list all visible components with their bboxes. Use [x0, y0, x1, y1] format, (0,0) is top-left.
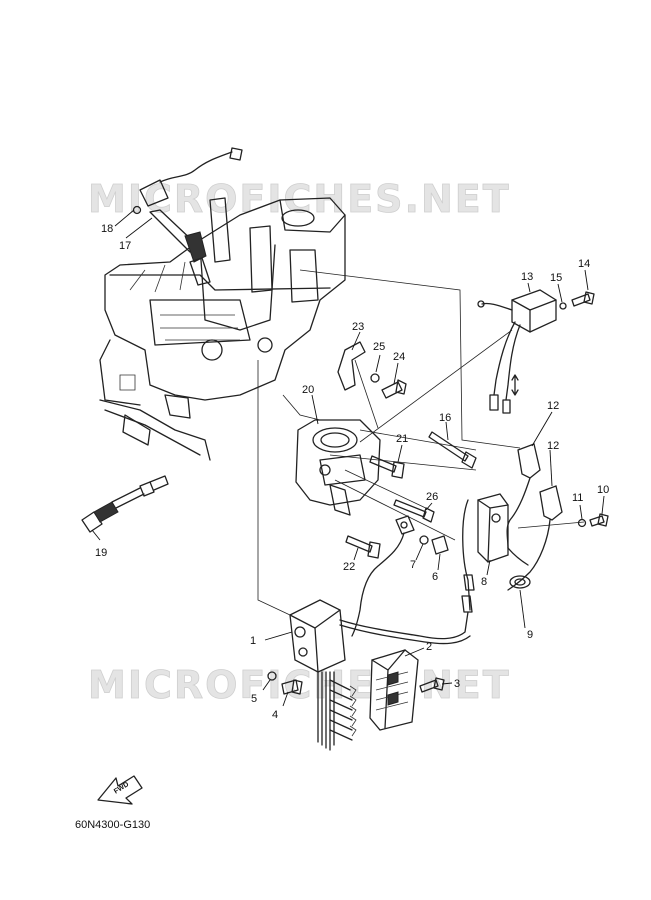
callout-24: 24: [393, 351, 405, 363]
callout-4: 4: [272, 709, 278, 721]
ignition-coil-8: [461, 493, 509, 613]
bolt-21: [369, 455, 405, 479]
sensor-19: [81, 475, 169, 533]
bolt-3: [419, 677, 445, 693]
callout-21: 21: [396, 433, 408, 445]
bolt-10: [589, 513, 609, 527]
plug-cap-12-upper: [506, 443, 541, 549]
callout-8: 8: [481, 576, 487, 588]
callout-11: 11: [572, 492, 583, 504]
callout-1: 1: [250, 635, 256, 647]
callout-labels: 1 2 3 4 5 6 7 8 9 10 11 12 12 13 14 15 1…: [95, 223, 609, 721]
callout-12-upper: 12: [547, 400, 559, 412]
bolt-4: [281, 679, 303, 695]
plug-cap-12-lower: [507, 485, 563, 591]
bolt-22: [345, 535, 381, 559]
callout-3: 3: [454, 678, 460, 690]
clip-23: [337, 341, 366, 391]
washer-11: [577, 518, 587, 528]
callout-16: 16: [439, 412, 451, 424]
watermark-bottom: MICROFICHES.NET: [88, 663, 511, 707]
callout-5: 5: [251, 693, 257, 705]
fwd-arrow: FWD: [97, 775, 143, 805]
spark-plug: [149, 209, 211, 286]
callout-9: 9: [527, 629, 533, 641]
washer-25: [370, 373, 380, 383]
callout-2: 2: [426, 641, 432, 653]
callout-22: 22: [343, 561, 355, 573]
callout-14: 14: [578, 258, 590, 270]
engine-block: [99, 197, 346, 461]
callout-20: 20: [302, 384, 314, 396]
cdi-wire: [339, 611, 471, 645]
cdi-unit-1: [289, 599, 346, 673]
bolt-14: [571, 291, 595, 307]
callout-12-lower: 12: [547, 440, 559, 452]
callout-leaders: [91, 209, 605, 707]
cdi-harness: [317, 671, 357, 751]
rectifier-2: [369, 649, 419, 731]
callout-19: 19: [95, 547, 107, 559]
fwd-label: FWD: [113, 781, 130, 795]
callout-6: 6: [432, 571, 438, 583]
callout-17: 17: [119, 240, 131, 252]
bolt-26: [393, 499, 435, 523]
washer-15: [559, 302, 567, 310]
callout-25: 25: [373, 341, 385, 353]
callout-13: 13: [521, 271, 533, 283]
plug-cap-and-wire: [132, 147, 243, 215]
bracket-20: [295, 419, 381, 516]
bolt-6: [431, 535, 449, 555]
bolt-24: [381, 379, 407, 399]
washer-7: [419, 535, 429, 545]
washer-5: [267, 671, 277, 681]
callout-10: 10: [597, 484, 609, 496]
pulser-coil-13: [477, 289, 557, 414]
clamp-9: [509, 575, 531, 589]
callout-23: 23: [352, 321, 364, 333]
callout-18: 18: [101, 223, 113, 235]
assembly-guide-lines: [257, 269, 585, 616]
bolt-16: [428, 431, 477, 469]
callout-26: 26: [426, 491, 438, 503]
callout-7: 7: [410, 559, 416, 571]
drawing-code: 60N4300-G130: [75, 819, 150, 831]
callout-15: 15: [550, 272, 562, 284]
ground-lead: [351, 515, 415, 637]
